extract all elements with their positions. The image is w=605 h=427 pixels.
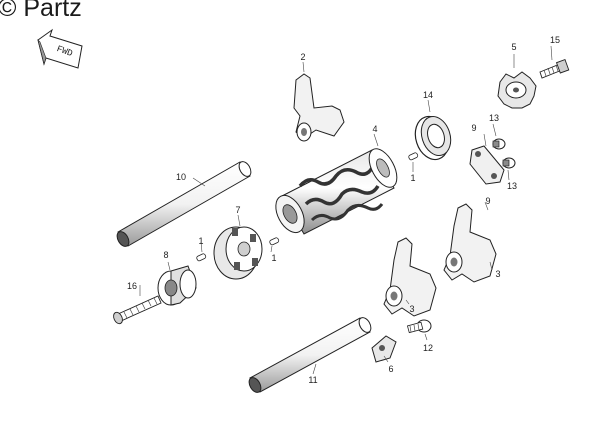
pin-1b [269, 237, 280, 246]
callout-5: 5 [511, 42, 517, 52]
star-plate-5 [497, 71, 537, 109]
callout-13b: 13 [506, 181, 518, 191]
screw-12 [406, 319, 432, 334]
leader-lines [139, 45, 553, 375]
screw-13b [502, 157, 516, 169]
callout-14: 14 [422, 90, 434, 100]
shift-fork-2 [293, 73, 345, 142]
callout-3b: 3 [409, 304, 415, 314]
callout-10: 10 [175, 172, 187, 182]
callout-9b: 9 [485, 196, 491, 206]
shift-rail-11 [248, 317, 372, 393]
callout-9a: 9 [471, 123, 477, 133]
callout-4: 4 [372, 124, 378, 134]
pin-1c [196, 253, 207, 262]
callout-1b: 1 [271, 253, 277, 263]
callout-13a: 13 [488, 113, 500, 123]
shift-fork-3a [383, 237, 437, 317]
callout-1a: 1 [410, 173, 416, 183]
shift-drum-4 [275, 148, 398, 235]
plate-9 [469, 145, 505, 185]
screw-13a [492, 138, 506, 150]
gear-wheel-7 [213, 226, 263, 280]
bearing-14 [414, 115, 452, 161]
callout-7: 7 [235, 205, 241, 215]
bolt-16 [113, 295, 162, 325]
callout-11: 11 [308, 375, 318, 385]
shift-rail-10 [116, 161, 252, 247]
pin-1a [408, 152, 419, 161]
callout-15: 15 [549, 35, 561, 45]
shift-fork-3b [443, 203, 497, 283]
watermark: © Partz [0, 0, 82, 22]
bolt-15 [539, 59, 570, 79]
stopper-6 [371, 335, 397, 363]
callout-1c: 1 [198, 236, 204, 246]
fwd-arrow-icon: FWD [37, 28, 83, 69]
flange-bushing-8 [157, 265, 197, 306]
callout-6: 6 [388, 364, 394, 374]
callout-2: 2 [300, 52, 306, 62]
callout-8: 8 [163, 250, 169, 260]
callout-3a: 3 [495, 269, 501, 279]
callout-12: 12 [422, 343, 434, 353]
callout-16: 16 [126, 281, 138, 291]
